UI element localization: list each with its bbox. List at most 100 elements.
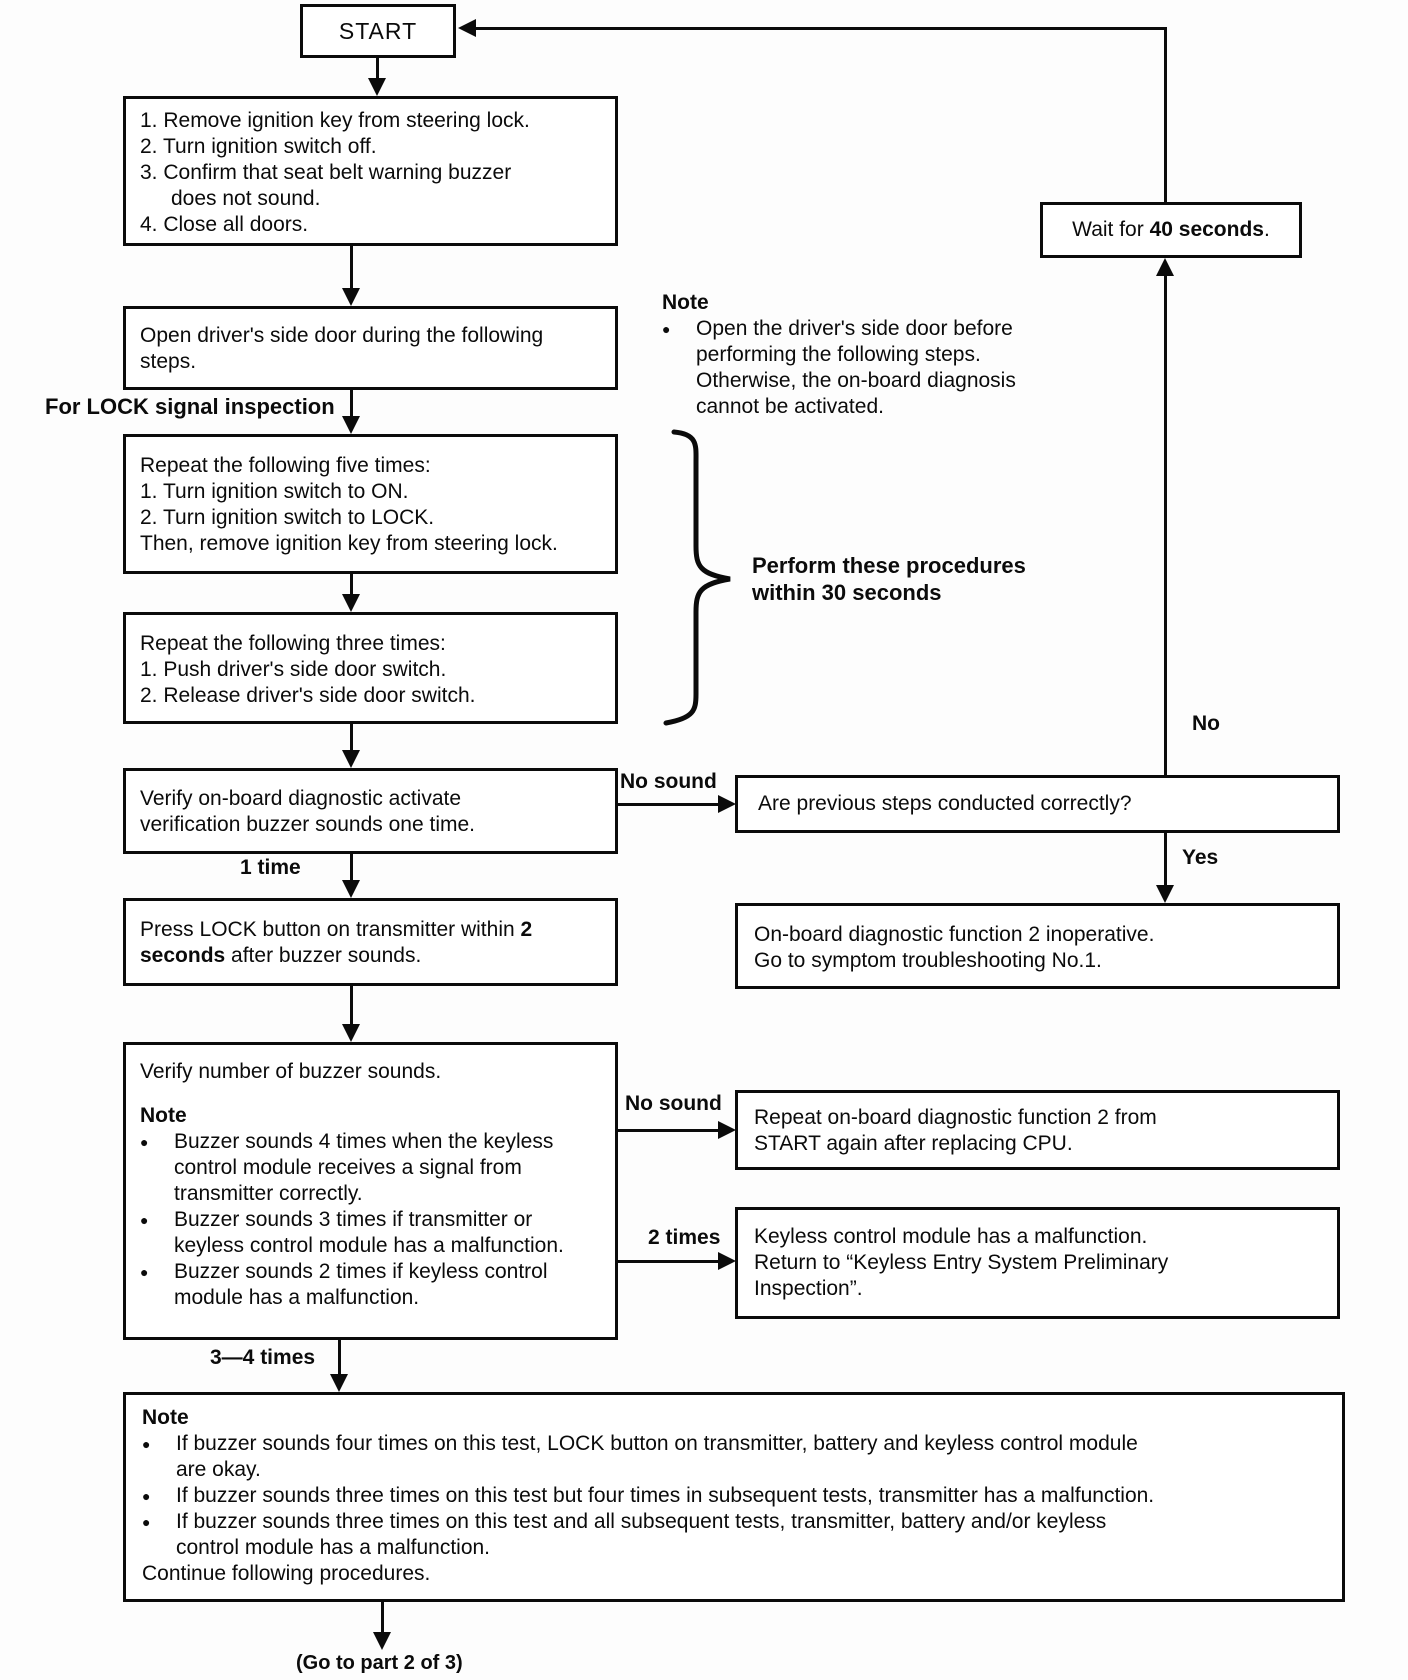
line-count-to-keyless [618,1260,720,1263]
feedback-line-top [474,27,1166,30]
line-presslock-to-count [350,986,353,1026]
repeat-five-line: 1. Turn ignition switch to ON. [140,480,409,503]
previous-steps-node: Are previous steps conducted correctly? [735,775,1340,833]
arrow-five-to-three [342,594,360,612]
wait-post: . [1263,218,1270,241]
wait-bold: 40 seconds [1149,218,1264,241]
press-lock-post: after buzzer sounds. [225,944,422,967]
brace-note-line: within 30 seconds [752,580,942,605]
start-node: START [300,4,456,58]
brace-note-line: Perform these procedures [752,553,1026,578]
verify-count-bullet-line: module has a malfunction. [174,1286,420,1309]
edge-label-two-times: 2 times [648,1226,721,1249]
edge-label-three-four-times: 3—4 times [210,1346,316,1369]
line-count-to-bottomnote [338,1340,341,1376]
edge-label-no: No [1192,712,1220,735]
arrow-count-to-cpu [718,1121,736,1139]
side-note-line: Open the driver's side door before [696,317,1013,340]
bottom-note-bullet-line: If buzzer sounds four times on this test… [176,1432,1138,1455]
bottom-note-header: Note [142,1406,189,1429]
repeat-three-line: 1. Push driver's side door switch. [140,658,447,681]
wait-pre: Wait for [1072,218,1150,241]
verify-buzzer-line: Verify on-board diagnostic activate [140,787,462,810]
bullet-icon: ● [140,1212,149,1228]
verify-count-bullet-line: Buzzer sounds 3 times if transmitter or [174,1208,533,1231]
repeat-five-line: 2. Turn ignition switch to LOCK. [140,506,435,529]
line-open-to-five [350,390,353,418]
arrow-start-to-prep [368,78,386,96]
repeat-three-line: Repeat the following three times: [140,632,446,655]
verify-buzzer-line: verification buzzer sounds one time. [140,813,476,836]
keyless-malfunction-line: Inspection”. [754,1277,863,1300]
side-note-line: cannot be activated. [696,395,884,418]
start-label: START [338,18,418,44]
prep-steps-node: 1. Remove ignition key from steering loc… [123,96,618,246]
line-five-to-three [350,574,353,596]
brace [663,429,731,726]
wait-text: Wait for 40 seconds. [1072,217,1270,243]
bullet-icon: ● [142,1436,151,1452]
verify-count-bullet-line: Buzzer sounds 4 times when the keyless [174,1130,554,1153]
repeat-cpu-line: Repeat on-board diagnostic function 2 fr… [754,1106,1157,1129]
bottom-note-bullet-line: If buzzer sounds three times on this tes… [176,1510,1107,1533]
bullet-icon: ● [142,1488,151,1504]
press-lock-bold: 2 seconds [140,918,533,967]
repeat-cpu-node: Repeat on-board diagnostic function 2 fr… [735,1090,1340,1170]
bottom-note-bullet-line: If buzzer sounds three times on this tes… [176,1484,1155,1507]
verify-count-bullet-line: transmitter correctly. [174,1182,363,1205]
verify-count-bullet-line: Buzzer sounds 2 times if keyless control [174,1260,548,1283]
for-lock-label: For LOCK signal inspection [45,394,335,419]
line-verify-to-prevsteps [618,803,720,806]
line-prevsteps-to-inoperative [1164,833,1167,885]
verify-count-bullet-line: keyless control module has a malfunction… [174,1234,564,1257]
verify-count-node: Verify number of buzzer sounds. Note ● B… [123,1042,618,1340]
repeat-cpu-line: START again after replacing CPU. [754,1132,1073,1155]
line-three-to-verify [350,724,353,752]
prep-line: 1. Remove ignition key from steering loc… [140,109,530,132]
inoperative-node: On-board diagnostic function 2 inoperati… [735,903,1340,989]
arrow-count-to-keyless [718,1252,736,1270]
brace-note: Perform these procedures within 30 secon… [752,552,1026,606]
bullet-icon: ● [142,1514,151,1530]
repeat-five-node: Repeat the following five times: 1. Turn… [123,434,618,574]
press-lock-pre: Press LOCK button on transmitter within [140,918,521,941]
arrow-three-to-verify [342,750,360,768]
keyless-malfunction-line: Keyless control module has a malfunction… [754,1225,1148,1248]
repeat-three-line: 2. Release driver's side door switch. [140,684,476,707]
verify-buzzer-node: Verify on-board diagnostic activate veri… [123,768,618,854]
bottom-note-node: Note ● If buzzer sounds four times on th… [123,1392,1345,1602]
keyless-malfunction-line: Return to “Keyless Entry System Prelimin… [754,1251,1169,1274]
arrow-prevsteps-to-inoperative [1156,885,1174,903]
verify-count-title: Verify number of buzzer sounds. [140,1060,442,1083]
arrow-verify-to-presslock [342,880,360,898]
arrow-verify-to-prevsteps [718,795,736,813]
feedback-line-right-lower [1164,274,1167,775]
prep-line: 4. Close all doors. [140,213,309,236]
verify-count-note-header: Note [140,1104,187,1127]
edge-label-one-time: 1 time [240,856,301,879]
edge-label-yes: Yes [1182,846,1219,869]
line-prep-to-open [350,246,353,288]
verify-count-bullet-line: control module receives a signal from [174,1156,522,1179]
repeat-three-node: Repeat the following three times: 1. Pus… [123,612,618,724]
bullet-icon: ● [140,1134,149,1150]
edge-label-no-sound-top: No sound [620,770,717,793]
side-note-header: Note [662,291,709,314]
repeat-five-line: Repeat the following five times: [140,454,431,477]
open-door-node: Open driver's side door during the follo… [123,306,618,390]
repeat-five-line: Then, remove ignition key from steering … [140,532,558,555]
bullet-icon: ● [140,1264,149,1280]
feedback-line-right-upper [1164,27,1167,202]
goto-part-label: (Go to part 2 of 3) [296,1652,463,1674]
wait-node: Wait for 40 seconds. [1040,202,1302,258]
edge-label-no-sound-mid: No sound [625,1092,722,1115]
bottom-note-footer: Continue following procedures. [142,1562,431,1585]
bottom-note-bullet-line: control module has a malfunction. [176,1536,491,1559]
prep-line: 2. Turn ignition switch off. [140,135,377,158]
prep-line: 3. Confirm that seat belt warning buzzer [140,161,512,184]
side-note-line: performing the following steps. [696,343,981,366]
keyless-malfunction-node: Keyless control module has a malfunction… [735,1207,1340,1319]
prep-line: does not sound. [171,187,321,210]
line-bottomnote-to-goto [381,1602,384,1636]
